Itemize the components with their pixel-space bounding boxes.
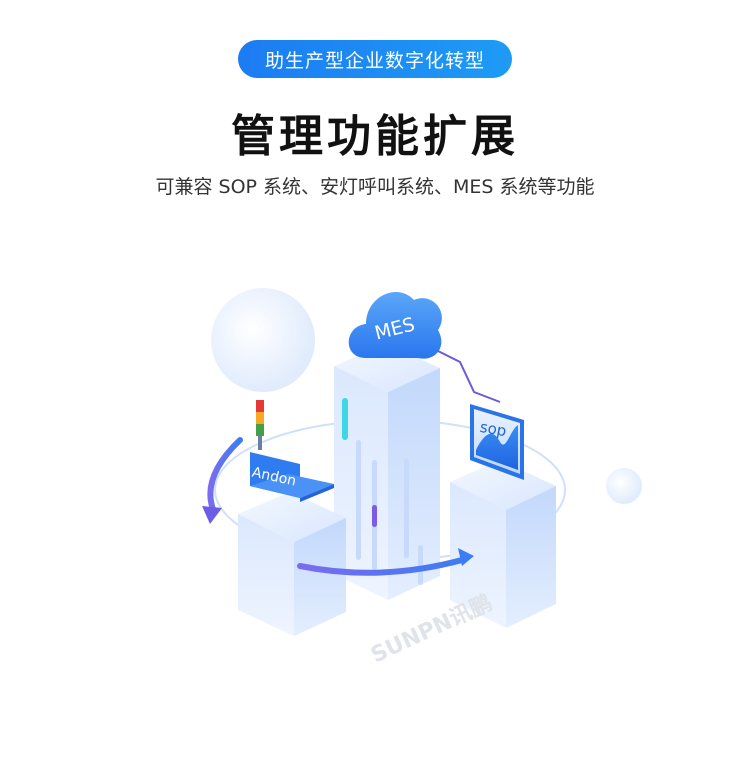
page-title: 管理功能扩展 [231, 111, 519, 162]
mes-cloud-icon: MES [348, 291, 442, 359]
arrow-head-right [458, 548, 474, 566]
andon-light-red [256, 400, 264, 412]
sop-monitor-icon: sop [470, 404, 524, 480]
sop-tower [450, 460, 556, 628]
andon-light-orange [256, 412, 264, 424]
andon-light-green [256, 424, 264, 436]
page-subtitle: 可兼容 SOP 系统、安灯呼叫系统、MES 系统等功能 [155, 176, 595, 198]
andon-laptop-icon: Andon [250, 400, 334, 502]
watermark: SUNPN讯鹏 [367, 590, 496, 669]
decor-orb-large [211, 288, 315, 392]
category-tag: 助生产型企业数字化转型 [238, 40, 512, 78]
orbit-arrow-left [207, 437, 243, 515]
mes-tower [334, 344, 440, 600]
connection-line [427, 345, 501, 403]
andon-tower [238, 492, 346, 636]
sop-monitor-label: sop [479, 418, 508, 440]
decor-orb-small [606, 468, 642, 504]
orbit-arrow-front [297, 557, 465, 576]
arrow-head-down [202, 506, 222, 524]
